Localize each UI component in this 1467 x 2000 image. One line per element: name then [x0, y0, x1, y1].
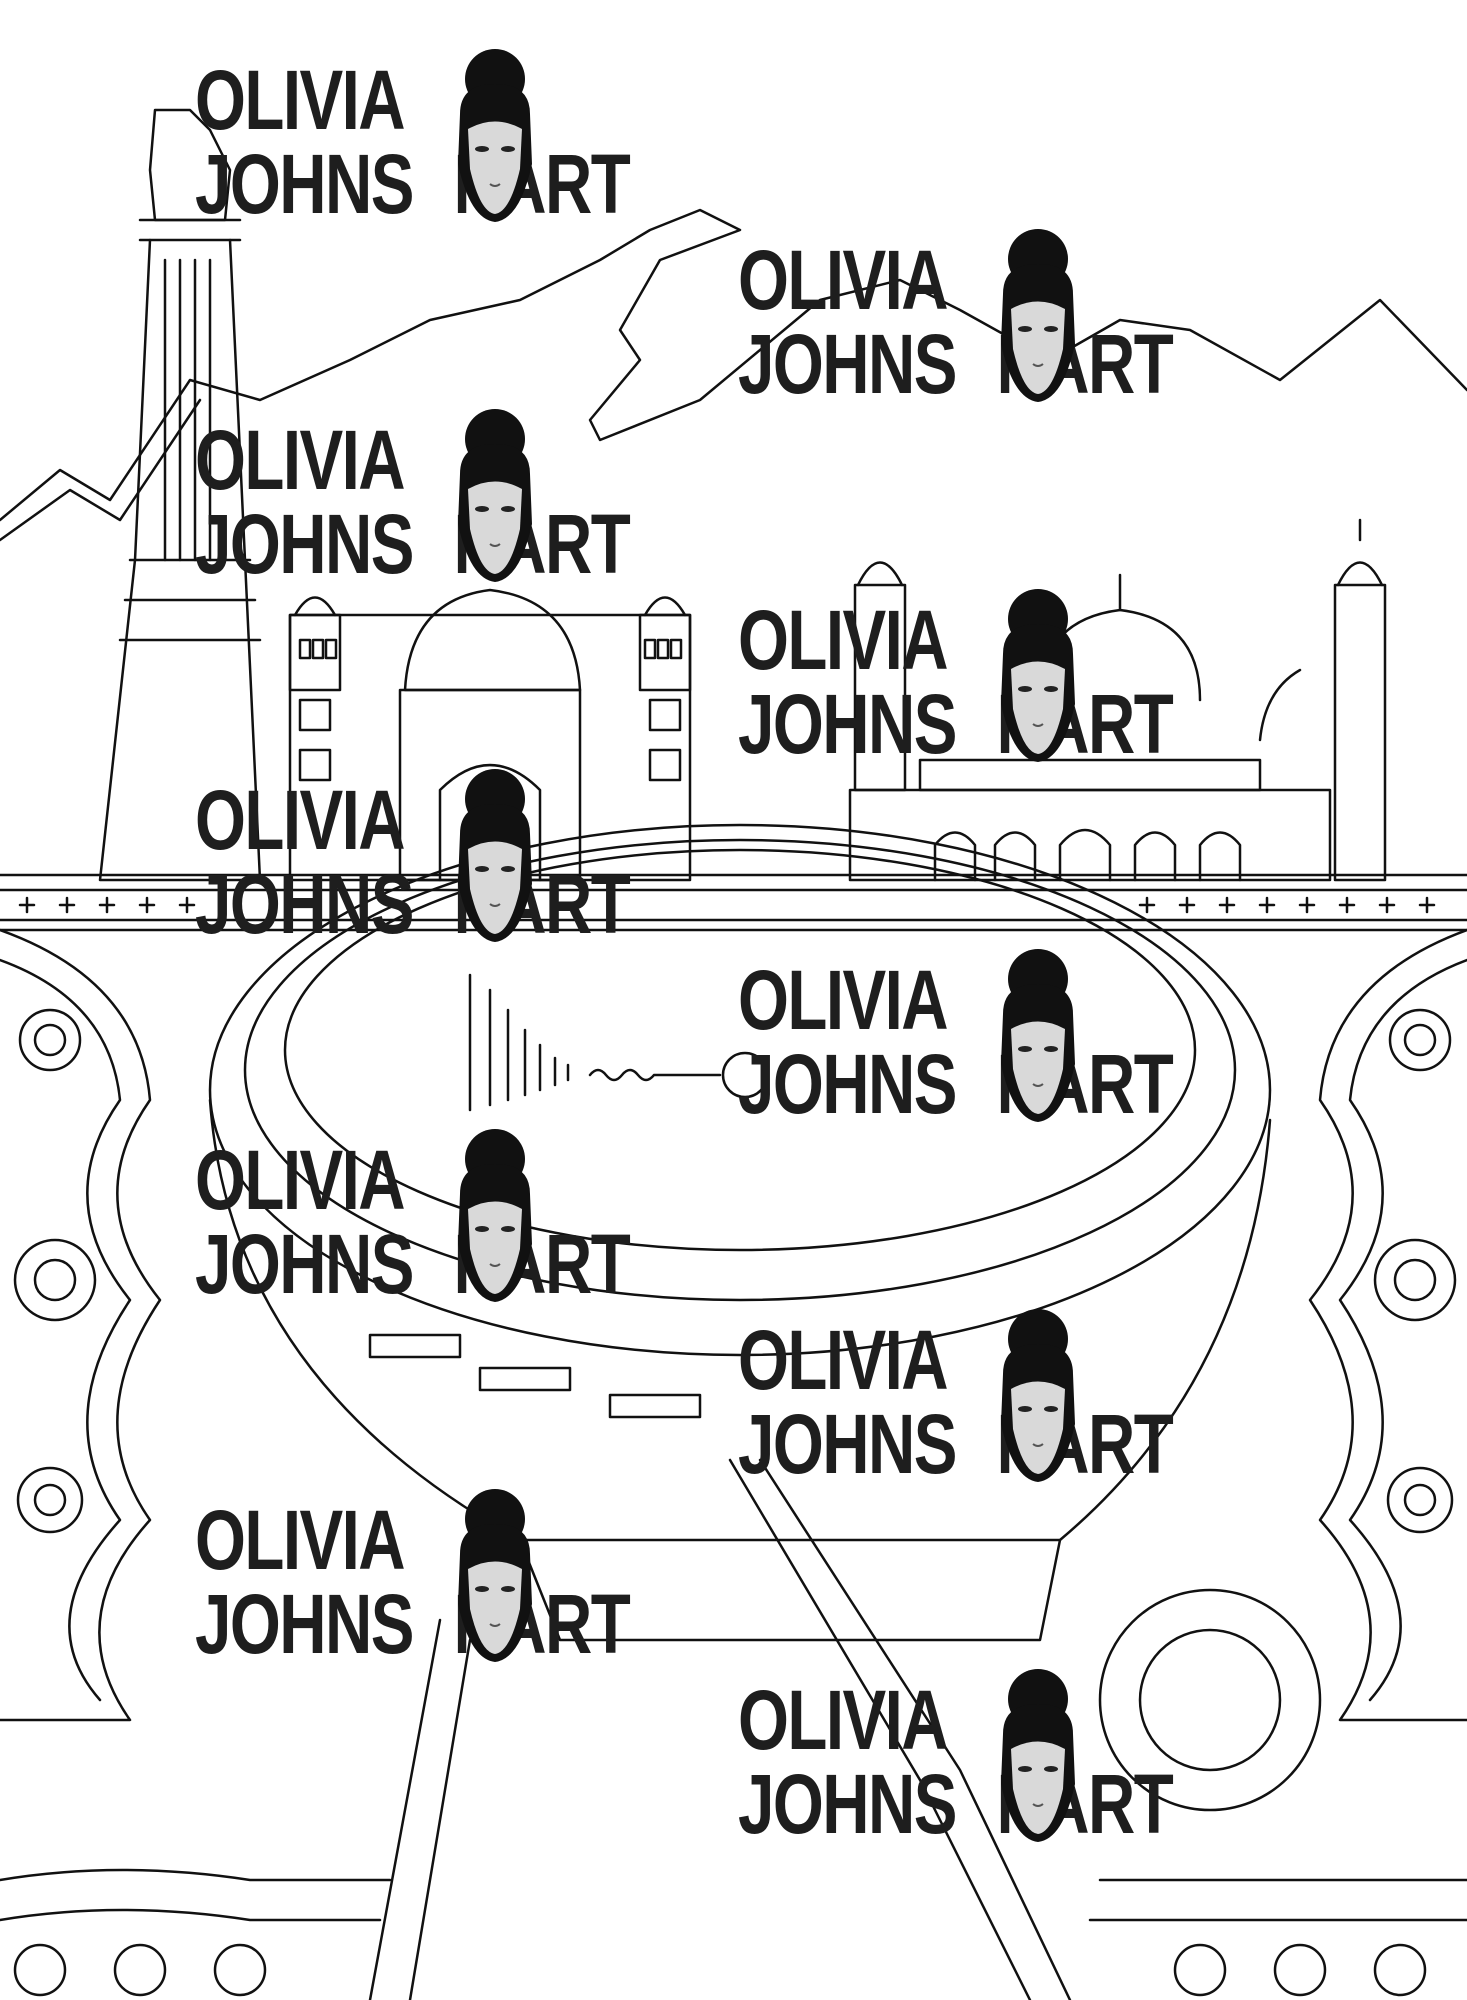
road-lines	[368, 1458, 1072, 2000]
mountain-range	[0, 208, 1467, 542]
decorative-band	[0, 873, 1467, 932]
mosque-building	[848, 518, 1387, 882]
minaret-tower	[98, 108, 262, 882]
mandala-right	[1088, 928, 1467, 1997]
mandala-left	[0, 928, 392, 1997]
tomb-building	[288, 588, 692, 882]
stadium	[208, 823, 1272, 1642]
